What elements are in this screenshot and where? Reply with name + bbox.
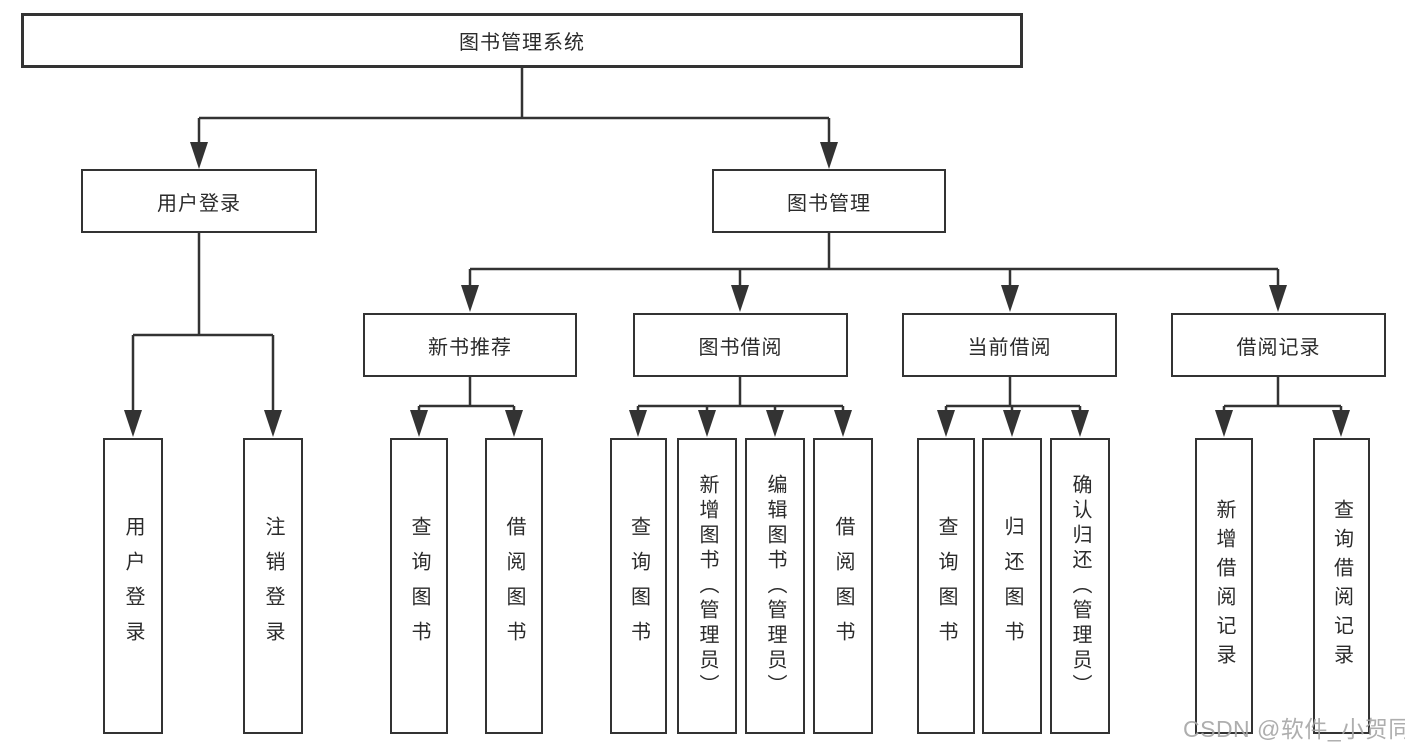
- leaf-user-login: 用户登录: [103, 438, 163, 734]
- leaf-query-books: 查询图书: [917, 438, 975, 734]
- leaf-label: 注销登录: [262, 516, 284, 656]
- leaf-label: 确认归还（管理员）: [1069, 473, 1091, 699]
- root-node-library-system: 图书管理系统: [21, 13, 1023, 68]
- node-borrow-records: 借阅记录: [1171, 313, 1386, 377]
- arrow-down-icon: [1269, 285, 1287, 312]
- leaf-query-books: 查询图书: [610, 438, 667, 734]
- leaf-label: 编辑图书（管理员）: [764, 473, 786, 699]
- arrow-down-icon: [820, 142, 838, 169]
- node-current-borrow: 当前借阅: [902, 313, 1117, 377]
- leaf-edit-book-admin: 编辑图书（管理员）: [745, 438, 805, 734]
- leaf-label: 查询图书: [935, 516, 957, 656]
- arrow-down-icon: [731, 285, 749, 312]
- leaf-label: 归还图书: [1001, 516, 1023, 656]
- leaf-label: 用户登录: [122, 516, 144, 656]
- arrow-down-icon: [124, 410, 142, 437]
- arrow-down-icon: [698, 410, 716, 437]
- node-book-borrow: 图书借阅: [633, 313, 848, 377]
- watermark: CSDN @软件_小贺同学: [1183, 716, 1405, 742]
- arrow-down-icon: [1003, 410, 1021, 437]
- arrow-down-icon: [766, 410, 784, 437]
- leaf-label: 查询借阅记录: [1330, 499, 1353, 673]
- branch-book-management: 图书管理: [712, 169, 946, 233]
- leaf-label: 新增借阅记录: [1213, 499, 1235, 673]
- arrow-down-icon: [410, 410, 428, 437]
- node-new-book-recommend: 新书推荐: [363, 313, 577, 377]
- leaf-return-books: 归还图书: [982, 438, 1042, 734]
- leaf-add-borrow-record: 新增借阅记录: [1195, 438, 1253, 734]
- arrow-down-icon: [505, 410, 523, 437]
- arrow-down-icon: [461, 285, 479, 312]
- arrow-down-icon: [1332, 410, 1350, 437]
- branch-user-login: 用户登录: [81, 169, 317, 233]
- leaf-add-book-admin: 新增图书（管理员）: [677, 438, 737, 734]
- leaf-label: 借阅图书: [503, 516, 525, 656]
- leaf-query-borrow-record: 查询借阅记录: [1313, 438, 1370, 734]
- leaf-borrow-books: 借阅图书: [485, 438, 543, 734]
- arrow-down-icon: [1215, 410, 1233, 437]
- arrow-down-icon: [1071, 410, 1089, 437]
- leaf-label: 查询图书: [408, 516, 430, 656]
- leaf-borrow-books: 借阅图书: [813, 438, 873, 734]
- leaf-label: 借阅图书: [832, 516, 854, 656]
- arrow-down-icon: [834, 410, 852, 437]
- leaf-logout: 注销登录: [243, 438, 303, 734]
- arrow-down-icon: [629, 410, 647, 437]
- leaf-label: 新增图书（管理员）: [696, 473, 718, 699]
- arrow-down-icon: [264, 410, 282, 437]
- leaf-query-books: 查询图书: [390, 438, 448, 734]
- arrow-down-icon: [1001, 285, 1019, 312]
- arrow-down-icon: [937, 410, 955, 437]
- leaf-confirm-return-admin: 确认归还（管理员）: [1050, 438, 1110, 734]
- arrow-down-icon: [190, 142, 208, 169]
- leaf-label: 查询图书: [627, 516, 650, 656]
